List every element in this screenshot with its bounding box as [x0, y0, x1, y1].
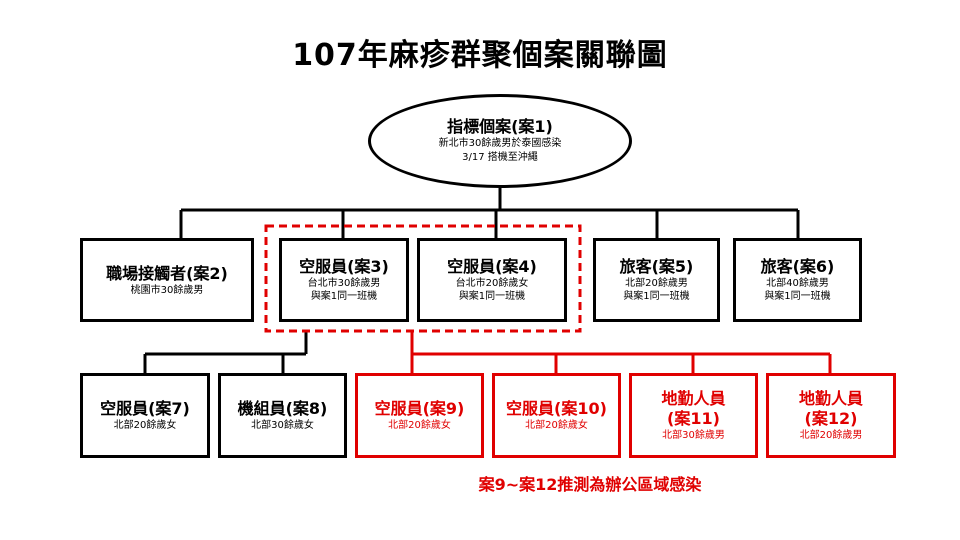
case-detail: 與案1同一班機	[623, 291, 690, 302]
index-case-node: 指標個案(案1) 新北市30餘歲男於泰國感染 3/17 搭機至沖繩	[368, 94, 632, 188]
case-detail: 與案1同一班機	[764, 291, 831, 302]
case-label: 職場接觸者(案2)	[106, 263, 228, 283]
case-6-node: 旅客(案6) 北部40餘歲男 與案1同一班機	[733, 238, 862, 322]
case-12-node: 地勤人員 (案12) 北部20餘歲男	[766, 373, 896, 458]
case-detail: 北部20餘歲男	[799, 430, 863, 441]
index-case-label: 指標個案(案1)	[447, 117, 553, 136]
case-detail: 台北市30餘歲男	[307, 278, 381, 289]
case-detail: 北部20餘歲女	[113, 420, 177, 431]
case-8-node: 機組員(案8) 北部30餘歲女	[218, 373, 347, 458]
case-label: 空服員(案3)	[299, 257, 389, 276]
case-label: 地勤人員 (案11)	[661, 389, 726, 428]
case-9-node: 空服員(案9) 北部20餘歲女	[355, 373, 484, 458]
flight-crew-group-outline	[264, 224, 582, 333]
case-detail: 北部40餘歲男	[766, 278, 829, 289]
case-label: 地勤人員 (案12)	[798, 389, 863, 428]
case-label: 空服員(案4)	[447, 257, 537, 276]
case-detail: 桃園市30餘歲男	[130, 284, 204, 296]
case-2-node: 職場接觸者(案2) 桃園市30餘歲男	[80, 238, 254, 322]
case-detail: 與案1同一班機	[458, 291, 526, 302]
case-detail: 台北市20餘歲女	[455, 278, 529, 289]
case-detail: 北部20餘歲女	[388, 420, 451, 431]
case-detail: 北部30餘歲女	[251, 420, 314, 431]
index-case-line: 3/17 搭機至沖繩	[462, 152, 538, 163]
case-detail: 北部20餘歲男	[625, 278, 688, 289]
office-infection-note: 案9~案12推測為辦公區域感染	[478, 475, 702, 494]
case-detail: 與案1同一班機	[310, 291, 378, 302]
case-label: 空服員(案10)	[506, 399, 607, 418]
case-10-node: 空服員(案10) 北部20餘歲女	[492, 373, 621, 458]
case-label: 空服員(案7)	[100, 399, 190, 418]
case-4-node: 空服員(案4) 台北市20餘歲女 與案1同一班機	[417, 238, 567, 322]
case-label: 旅客(案6)	[760, 257, 835, 276]
case-7-node: 空服員(案7) 北部20餘歲女	[80, 373, 210, 458]
case-3-node: 空服員(案3) 台北市30餘歲男 與案1同一班機	[279, 238, 409, 322]
case-11-node: 地勤人員 (案11) 北部30餘歲男	[629, 373, 758, 458]
case-detail: 北部20餘歲女	[525, 420, 588, 431]
diagram-title: 107年麻疹群聚個案關聯圖	[292, 38, 668, 73]
case-label: 空服員(案9)	[374, 399, 465, 418]
case-label: 旅客(案5)	[619, 257, 694, 276]
case-5-node: 旅客(案5) 北部20餘歲男 與案1同一班機	[593, 238, 720, 322]
case-detail: 北部30餘歲男	[662, 430, 725, 441]
index-case-line: 新北市30餘歲男於泰國感染	[438, 138, 562, 149]
case-label: 機組員(案8)	[237, 399, 328, 418]
